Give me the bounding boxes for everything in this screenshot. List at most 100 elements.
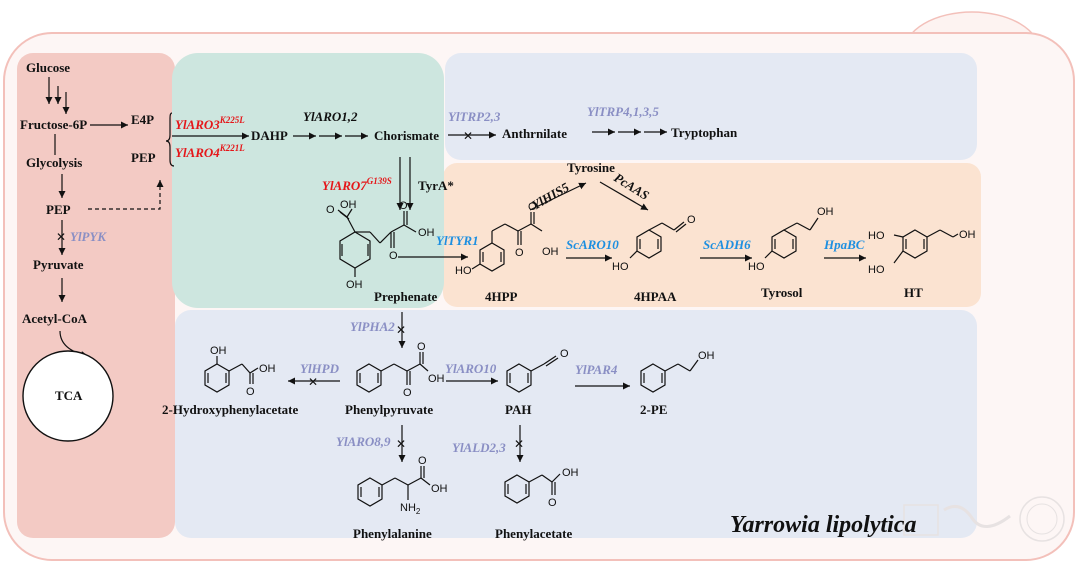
dahp-label: DAHP xyxy=(251,128,288,143)
atom-oh: OH xyxy=(346,279,363,291)
dashed-arrow xyxy=(88,180,164,210)
pe-label: 2-PE xyxy=(640,402,667,417)
hydroxyphenylacetate-structure xyxy=(204,356,259,393)
tryptophan-region xyxy=(445,53,977,160)
knockout-x-trp: ✕ xyxy=(463,129,473,143)
atom-oh: OH xyxy=(698,350,715,362)
atom-o: O xyxy=(246,386,255,398)
atom-oh: OH xyxy=(542,246,559,258)
phenylalanine-label: Phenylalanine xyxy=(353,526,432,541)
atom-oh: OH xyxy=(959,229,976,241)
phenylalanine-structure xyxy=(357,466,431,507)
atom-oh: OH xyxy=(562,467,579,479)
knockout-x-pha2: ✕ xyxy=(396,323,406,337)
pyruvate-label: Pyruvate xyxy=(33,257,84,272)
tyrosine-label: Tyrosine xyxy=(567,160,615,175)
phenylalanine-region xyxy=(175,310,977,538)
arrow xyxy=(599,181,649,211)
enzyme-aro4: YlARO4K221L xyxy=(175,143,245,160)
enzyme-pyk: YlPYK xyxy=(70,229,107,244)
phenylacetate-structure xyxy=(504,473,561,504)
enzyme-aro10: YlARO10 xyxy=(445,361,497,376)
enzyme-ald23: YlALD2,3 xyxy=(452,440,506,455)
atom-oh: OH xyxy=(418,227,435,239)
atom-o: O xyxy=(399,200,408,212)
atom-oh: OH xyxy=(210,345,227,357)
atom-o: O xyxy=(326,204,335,216)
atom-oh: OH xyxy=(428,373,445,385)
pah-label: PAH xyxy=(505,402,531,417)
knockout-x-aro89: ✕ xyxy=(396,437,406,451)
knockout-x-hpd: ✕ xyxy=(308,375,318,389)
hpp-label: 4HPP xyxy=(485,289,518,304)
ht-structure xyxy=(893,229,959,264)
atom-o: O xyxy=(528,201,537,213)
atom-o: O xyxy=(417,341,426,353)
enzyme-aro3: YlARO3K225L xyxy=(175,115,245,132)
enzyme-tyra: TyrA* xyxy=(418,178,454,193)
hpp-structure xyxy=(471,212,543,272)
phenylpyruvate-label: Phenylpyruvate xyxy=(345,402,433,417)
tyrosol-region xyxy=(443,163,981,307)
fructose6p-label: Fructose-6P xyxy=(20,117,87,132)
enzyme-hpabc: HpaBC xyxy=(823,237,865,252)
atom-oh: OH xyxy=(340,199,357,211)
phenylpyruvate-structure xyxy=(356,352,429,393)
atom-oh: OH xyxy=(259,363,276,375)
organism-label: Yarrowia lipolytica xyxy=(730,512,916,538)
enzyme-trp23: YlTRP2,3 xyxy=(448,109,501,124)
ht-label: HT xyxy=(904,285,923,300)
atom-ho: HO xyxy=(612,261,629,273)
prephenate-structure xyxy=(337,208,417,277)
tyrosol-structure xyxy=(764,217,819,259)
e4p-label: E4P xyxy=(131,112,154,127)
tryptophan-label: Tryptophan xyxy=(671,125,738,140)
enzyme-hpd: YlHPD xyxy=(300,361,340,376)
hpaa-label: 4HPAA xyxy=(634,289,677,304)
atom-ho: HO xyxy=(748,261,765,273)
tyrosol-label: Tyrosol xyxy=(761,285,803,300)
atom-oh: OH xyxy=(431,483,448,495)
atom-o: O xyxy=(560,348,569,360)
pep-upper-label: PEP xyxy=(131,150,156,165)
hydroxyphenylacetate-label: 2-Hydroxyphenylacetate xyxy=(162,402,298,417)
tca-cycle xyxy=(22,350,114,442)
pah-structure xyxy=(506,355,559,393)
hpaa-structure xyxy=(629,221,687,259)
atom-o: O xyxy=(403,387,412,399)
atom-o: O xyxy=(389,250,398,262)
atom-ho: HO xyxy=(868,230,885,242)
enzyme-scaro10: ScARO10 xyxy=(566,237,619,252)
chorismate-label: Chorismate xyxy=(374,128,439,143)
atom-o: O xyxy=(687,214,696,226)
atom-ho: HO xyxy=(455,265,472,277)
atom-o: O xyxy=(548,497,557,509)
enzyme-trp4135: YlTRP4,1,3,5 xyxy=(587,104,659,119)
tca-label: TCA xyxy=(55,388,83,403)
atom-o: O xyxy=(418,455,427,467)
anthranilate-label: Anthrnilate xyxy=(502,126,567,141)
enzyme-aro12: YlARO1,2 xyxy=(303,109,358,124)
glycolysis-label: Glycolysis xyxy=(26,155,82,170)
prephenate-label: Prephenate xyxy=(374,289,438,304)
atom-nh2: NH2 xyxy=(400,502,421,516)
atom-ho: HO xyxy=(868,264,885,276)
enzyme-pha2: YlPHA2 xyxy=(350,319,395,334)
pe-structure xyxy=(640,359,699,393)
enzyme-aro89: YlARO8,9 xyxy=(336,434,391,449)
knockout-x-ald23: ✕ xyxy=(514,437,524,451)
acetylcoa-label: Acetyl-CoA xyxy=(22,311,88,326)
enzyme-tyr1: YlTYR1 xyxy=(436,233,479,248)
atom-oh: OH xyxy=(817,206,834,218)
pep-label: PEP xyxy=(46,202,71,217)
atom-o: O xyxy=(515,247,524,259)
enzyme-par4: YlPAR4 xyxy=(575,362,618,377)
arrow xyxy=(529,182,587,211)
knockout-x-pyk: ✕ xyxy=(56,230,66,244)
watermark-seal xyxy=(903,496,1065,542)
brace xyxy=(165,112,175,167)
shikimate-region xyxy=(172,53,444,308)
phenylacetate-label: Phenylacetate xyxy=(495,526,572,541)
enzyme-scadh6: ScADH6 xyxy=(703,237,751,252)
